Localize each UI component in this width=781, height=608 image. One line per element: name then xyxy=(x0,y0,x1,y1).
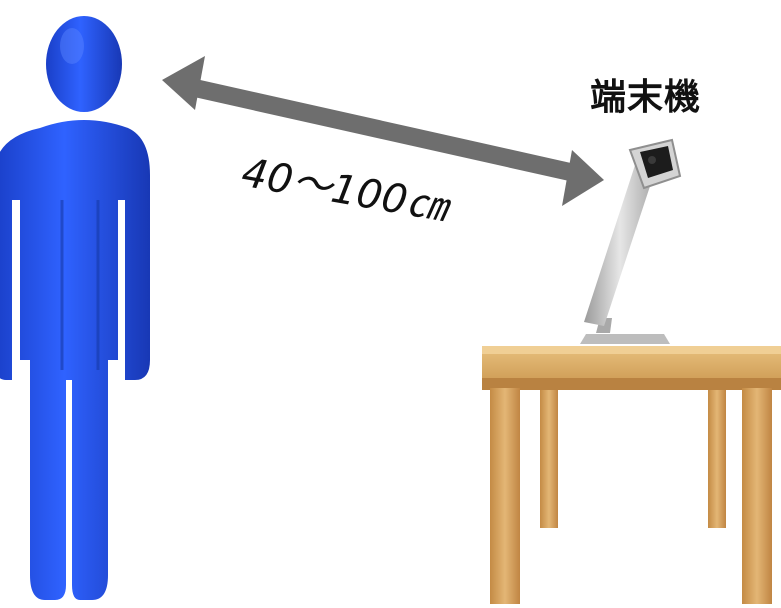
table-leg-front-left xyxy=(490,388,520,604)
device-pole xyxy=(584,162,656,326)
standing-person-icon xyxy=(0,16,150,600)
table-leg-back-right xyxy=(708,380,726,528)
wooden-table-icon xyxy=(482,346,781,604)
face-recognition-terminal-icon xyxy=(580,138,682,344)
arrow-head-right xyxy=(562,150,604,206)
device-base xyxy=(580,334,670,344)
person-head xyxy=(46,16,122,112)
device-label: 端末機 xyxy=(590,77,702,118)
table-leg-front-right xyxy=(742,388,772,604)
table-leg-back-left xyxy=(540,380,558,528)
arrow-head-left xyxy=(162,56,205,110)
device-screen xyxy=(640,146,673,178)
double-headed-arrow-icon xyxy=(162,56,604,206)
person-body xyxy=(0,120,150,600)
